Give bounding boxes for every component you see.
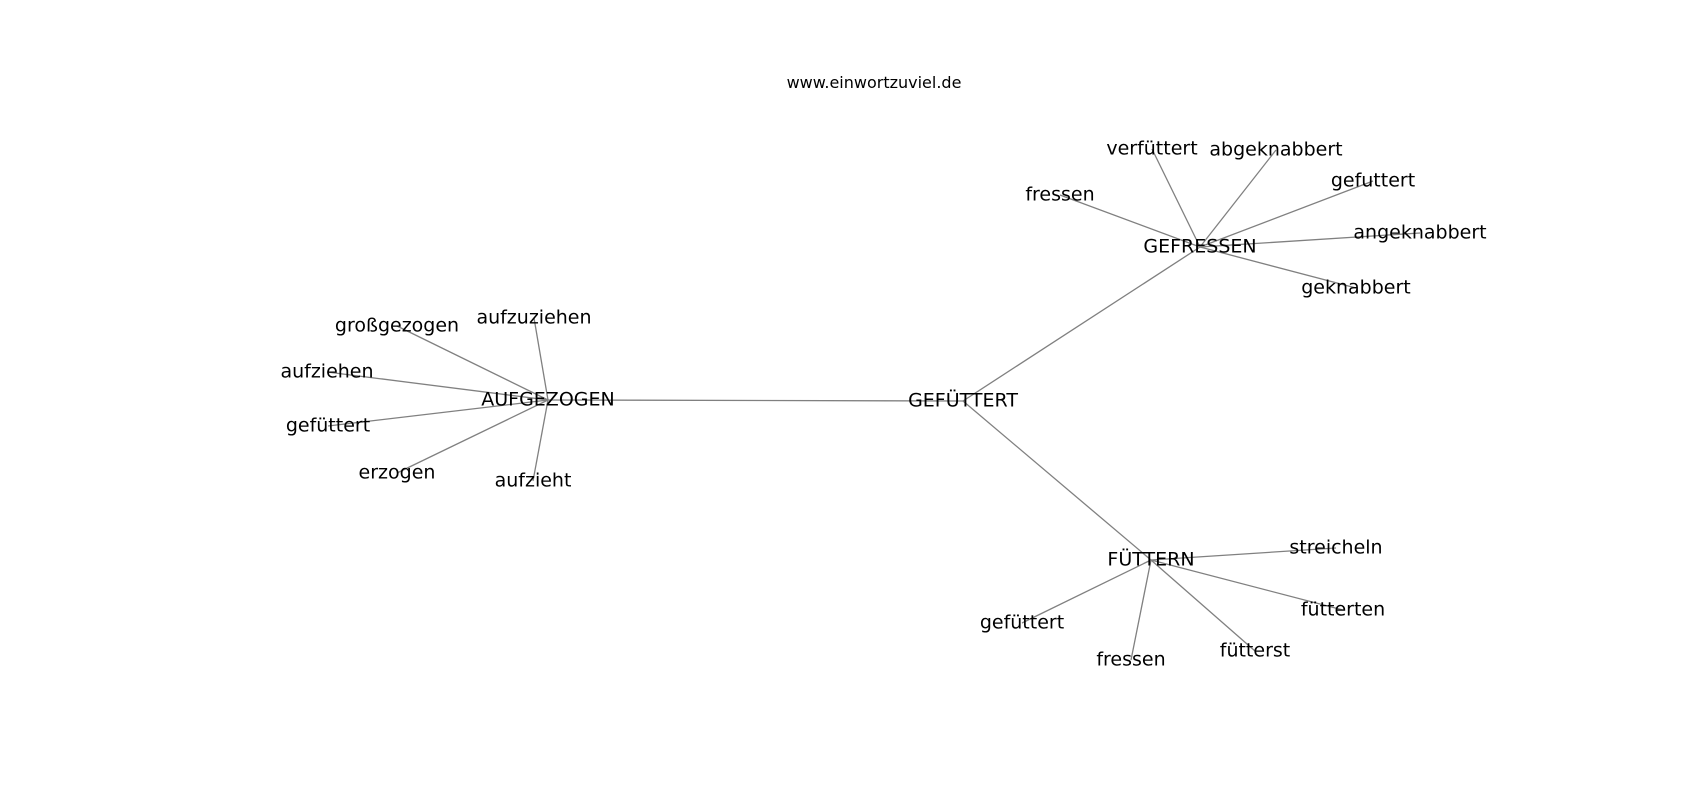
- leaf-node-a-grossgezogen: großgezogen: [335, 315, 459, 337]
- hub-node-fuettern: FÜTTERN: [1107, 548, 1194, 571]
- leaf-node-g-angeknabbert: angeknabbert: [1353, 222, 1486, 244]
- edge-center-gefressen: [962, 246, 1201, 402]
- leaf-node-f-gefuettert: gefüttert: [980, 612, 1064, 634]
- edge-fuettern-f_fuetterst: [1150, 559, 1256, 652]
- leaf-node-f-fuetterten: fütterten: [1301, 599, 1385, 621]
- edge-fuettern-f_streicheln: [1150, 547, 1337, 561]
- leaf-node-g-gefuttert: gefuttert: [1331, 170, 1415, 192]
- leaf-node-f-fuetterst: fütterst: [1220, 640, 1290, 662]
- edge-aufgezogen-a_gefuettert: [327, 399, 549, 427]
- edge-fuettern-f_fuetterten: [1150, 559, 1344, 611]
- leaf-node-g-fressen: fressen: [1025, 184, 1094, 206]
- source-url-label: www.einwortzuviel.de: [787, 73, 962, 92]
- hub-node-aufgezogen: AUFGEZOGEN: [481, 389, 614, 411]
- edge-gefressen-g_verfuettert: [1151, 148, 1201, 248]
- leaf-node-a-gefuettert: gefüttert: [286, 415, 370, 437]
- leaf-node-a-erzogen: erzogen: [359, 462, 436, 484]
- edge-gefressen-g_abgeknabbert: [1199, 149, 1277, 248]
- edge-center-fuettern: [962, 400, 1152, 561]
- edge-aufgezogen-a_aufzuziehen: [533, 317, 549, 401]
- hub-node-gefressen: GEFRESSEN: [1143, 236, 1256, 258]
- leaf-node-g-verfuettert: verfüttert: [1106, 138, 1197, 160]
- edge-layer: [326, 148, 1421, 661]
- leaf-node-g-geknabbert: geknabbert: [1301, 277, 1411, 299]
- edge-gefressen-g_fressen: [1059, 194, 1201, 248]
- edge-gefressen-g_geknabbert: [1199, 246, 1357, 289]
- edge-gefressen-g_gefuttert: [1199, 180, 1374, 248]
- edge-aufgezogen-a_aufzieht: [532, 399, 549, 482]
- edge-aufgezogen-a_grossgezogen: [396, 325, 549, 401]
- leaf-node-g-abgeknabbert: abgeknabbert: [1209, 139, 1342, 161]
- edge-fuettern-f_gefuettert: [1021, 559, 1152, 624]
- hub-node-center: GEFÜTTERT: [908, 389, 1018, 412]
- edge-gefressen-g_angeknabbert: [1199, 232, 1421, 248]
- leaf-node-f-fressen: fressen: [1096, 649, 1165, 671]
- edge-fuettern-f_fressen: [1130, 559, 1152, 661]
- node-layer: GEFÜTTERT AUFGEZOGEN GEFRESSEN FÜTTERN großg…: [280, 138, 1486, 671]
- leaf-node-a-aufzieht: aufzieht: [495, 470, 572, 492]
- leaf-node-a-aufziehen: aufziehen: [280, 361, 373, 383]
- edge-aufgezogen-a_erzogen: [396, 399, 549, 474]
- leaf-node-a-aufzuziehen: aufzuziehen: [476, 307, 591, 329]
- edge-center-aufgezogen: [547, 399, 964, 402]
- edge-aufgezogen-a_aufziehen: [326, 371, 549, 401]
- leaf-node-f-streicheln: streicheln: [1289, 537, 1382, 559]
